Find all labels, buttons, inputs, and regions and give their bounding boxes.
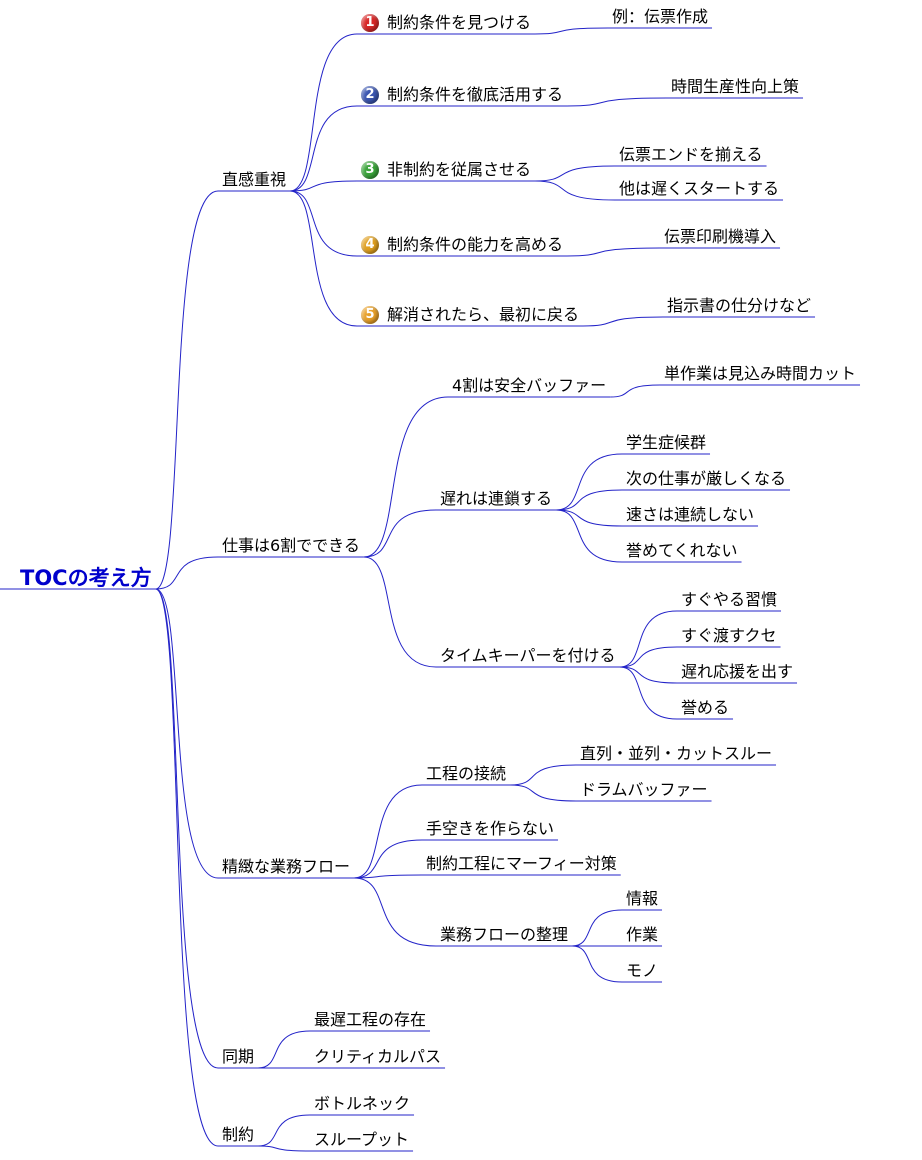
number-5-icon: 5 [361, 306, 379, 324]
connector [289, 33, 358, 192]
branch-node[interactable]: 精緻な業務フロー [222, 857, 351, 876]
subtopic-node[interactable]: 遅れ応援を出す [681, 662, 794, 681]
connector [258, 1114, 311, 1147]
connector [290, 105, 358, 192]
connector [155, 556, 219, 590]
connector [535, 180, 616, 201]
connector [610, 384, 661, 398]
subtopic-node[interactable]: すぐやる習慣 [681, 590, 778, 609]
connector [583, 316, 664, 327]
connector [535, 27, 609, 35]
subtopic-node[interactable]: 次の仕事が厳しくなる [626, 469, 787, 488]
connector [510, 764, 577, 786]
branch-node[interactable]: 仕事は6割でできる [222, 536, 360, 555]
connector [572, 909, 623, 947]
number-4-icon: 4 [361, 236, 379, 254]
connector [155, 588, 219, 1069]
topic-node[interactable]: 工程の接続 [426, 764, 507, 783]
branch-node[interactable]: 制約 [222, 1125, 255, 1144]
number-1-icon: 1 [361, 14, 379, 32]
root-node[interactable]: TOCの考え方 [20, 566, 152, 590]
connector [155, 588, 219, 879]
connector [619, 666, 678, 720]
subtopic-node[interactable]: 学生症候群 [626, 433, 707, 452]
connector [290, 190, 358, 257]
subtopic-node[interactable]: クリティカルパス [314, 1047, 442, 1066]
subtopic-node[interactable]: 最遅工程の存在 [314, 1010, 427, 1029]
connector [354, 784, 423, 879]
connector [354, 839, 423, 879]
subtopic-node[interactable]: 直列・並列・カットスルー [580, 744, 773, 763]
connector [535, 165, 616, 182]
subtopic-node[interactable]: 誉めてくれない [626, 541, 738, 560]
subtopic-node[interactable]: 例：伝票作成 [612, 7, 709, 26]
connector [354, 877, 437, 947]
subtopic-node[interactable]: 他は遅くスタートする [619, 179, 780, 198]
subtopic-node[interactable]: 速さは連続しない [626, 505, 755, 524]
number-2-icon: 2 [361, 86, 379, 104]
connector [619, 666, 678, 684]
topic-node[interactable]: 制約工程にマーフィー対策 [426, 854, 617, 873]
connector [363, 509, 437, 558]
topic-node[interactable]: 遅れは連鎖する [440, 489, 553, 508]
connector [290, 180, 358, 192]
connector [572, 945, 623, 983]
subtopic-node[interactable]: ボトルネック [314, 1094, 411, 1113]
connector [619, 610, 678, 668]
subtopic-node[interactable]: スループット [314, 1130, 410, 1149]
subtopic-node[interactable]: ドラムバッファー [580, 780, 708, 799]
connector [363, 556, 437, 668]
connector [567, 97, 668, 107]
subtopic-node[interactable]: 単作業は見込み時間カット [664, 364, 857, 383]
topic-node[interactable]: 解消されたら、最初に戻る [387, 305, 580, 324]
connector [556, 489, 623, 511]
connector [354, 874, 423, 879]
connector [619, 646, 678, 668]
subtopic-node[interactable]: 伝票印刷機導入 [664, 227, 777, 246]
topic-node[interactable]: 制約条件を見つける [387, 13, 532, 32]
topic-node[interactable]: タイムキーパーを付ける [440, 646, 616, 665]
topic-node[interactable]: 業務フローの整理 [440, 925, 569, 944]
subtopic-node[interactable]: 時間生産性向上策 [671, 77, 800, 96]
connector [155, 588, 219, 1147]
subtopic-node[interactable]: 伝票エンドを揃える [619, 145, 763, 164]
topic-node[interactable]: 制約条件の能力を高める [387, 235, 564, 254]
subtopic-node[interactable]: モノ [626, 961, 659, 980]
connector [567, 247, 661, 257]
topic-node[interactable]: 4割は安全バッファー [452, 376, 607, 395]
branch-node[interactable]: 直感重視 [222, 170, 287, 189]
connector [289, 190, 358, 327]
branch-node[interactable]: 同期 [222, 1047, 255, 1066]
subtopic-node[interactable]: 指示書の仕分けなど [667, 296, 812, 315]
topic-node[interactable]: 制約条件を徹底活用する [387, 85, 564, 104]
connector [258, 1145, 311, 1152]
subtopic-node[interactable]: 情報 [626, 889, 659, 908]
subtopic-node[interactable]: すぐ渡すクセ [681, 626, 777, 645]
connector [155, 190, 219, 590]
subtopic-node[interactable]: 作業 [626, 925, 659, 944]
connector [556, 509, 623, 563]
subtopic-node[interactable]: 誉める [681, 698, 730, 717]
connector [556, 509, 623, 527]
connector [510, 784, 577, 802]
connector [258, 1030, 311, 1069]
topic-node[interactable]: 非制約を従属させる [387, 160, 532, 179]
number-3-icon: 3 [361, 161, 379, 179]
topic-node[interactable]: 手空きを作らない [426, 819, 555, 838]
connector [556, 453, 623, 511]
connector [363, 396, 449, 558]
